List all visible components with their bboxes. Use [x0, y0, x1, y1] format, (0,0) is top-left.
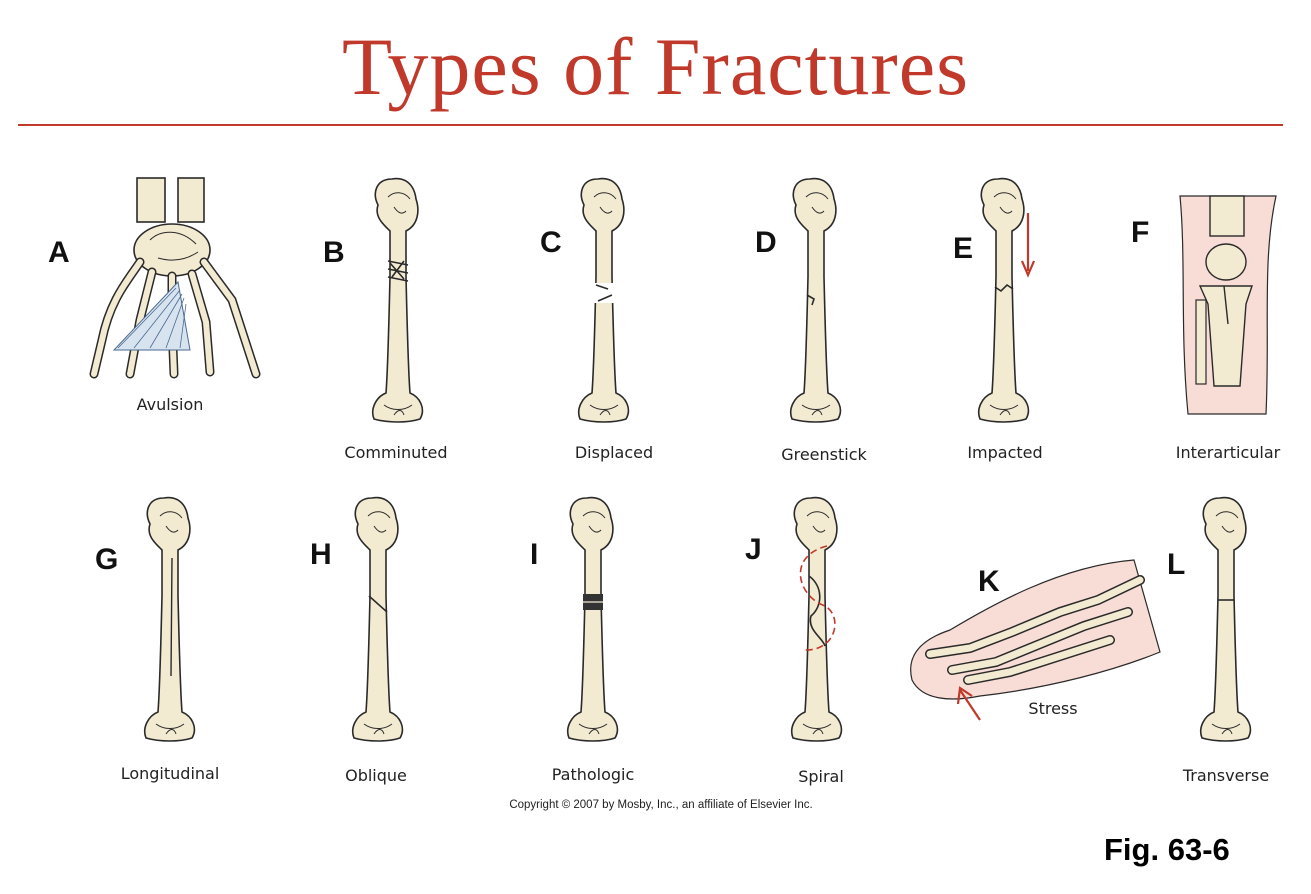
- caption-pathologic: Pathologic: [552, 765, 635, 784]
- displaced-bone: [577, 177, 630, 423]
- slide-title: Types of Fractures: [341, 21, 970, 112]
- panel-letter-j: J: [745, 533, 762, 566]
- caption-interarticular: Interarticular: [1176, 443, 1281, 462]
- caption-transverse: Transverse: [1182, 766, 1269, 785]
- comminuted-bone: [371, 177, 424, 423]
- panel-letter-i: I: [530, 538, 538, 571]
- transverse-bone: [1199, 496, 1252, 742]
- caption-impacted: Impacted: [967, 443, 1042, 462]
- figure-label: Fig. 63-6: [1104, 832, 1230, 867]
- caption-displaced: Displaced: [575, 443, 653, 462]
- caption-avulsion: Avulsion: [137, 395, 204, 414]
- caption-spiral: Spiral: [798, 767, 844, 786]
- avulsion-hand-illustration: [89, 177, 261, 379]
- caption-longitudinal: Longitudinal: [121, 764, 220, 783]
- panel-letter-d: D: [755, 226, 777, 259]
- longitudinal-bone: [143, 496, 196, 742]
- caption-comminuted: Comminuted: [344, 443, 447, 462]
- panel-letter-f: F: [1131, 216, 1149, 249]
- panel-letter-g: G: [95, 543, 118, 576]
- caption-stress: Stress: [1028, 699, 1077, 718]
- panel-letter-b: B: [323, 236, 345, 269]
- caption-oblique: Oblique: [345, 766, 407, 785]
- interarticular-knee: [1179, 195, 1277, 415]
- spiral-bone: [790, 496, 843, 742]
- panel-letter-l: L: [1167, 548, 1185, 581]
- pathologic-bone: [566, 496, 619, 742]
- force-arrow: [1020, 213, 1036, 278]
- stress-foot: [910, 559, 1161, 721]
- caption-greenstick: Greenstick: [781, 445, 867, 464]
- title-divider: [18, 124, 1283, 126]
- impacted-bone: [977, 177, 1036, 423]
- panel-letter-a: A: [48, 236, 70, 269]
- panel-letter-k: K: [978, 565, 1000, 598]
- stress-arrow: [956, 686, 981, 721]
- panel-letter-h: H: [310, 538, 332, 571]
- panel-letter-c: C: [540, 226, 562, 259]
- panel-letter-e: E: [953, 232, 973, 265]
- oblique-bone: [351, 496, 404, 742]
- copyright-notice: Copyright © 2007 by Mosby, Inc., an affi…: [509, 799, 812, 811]
- greenstick-bone: [789, 177, 842, 423]
